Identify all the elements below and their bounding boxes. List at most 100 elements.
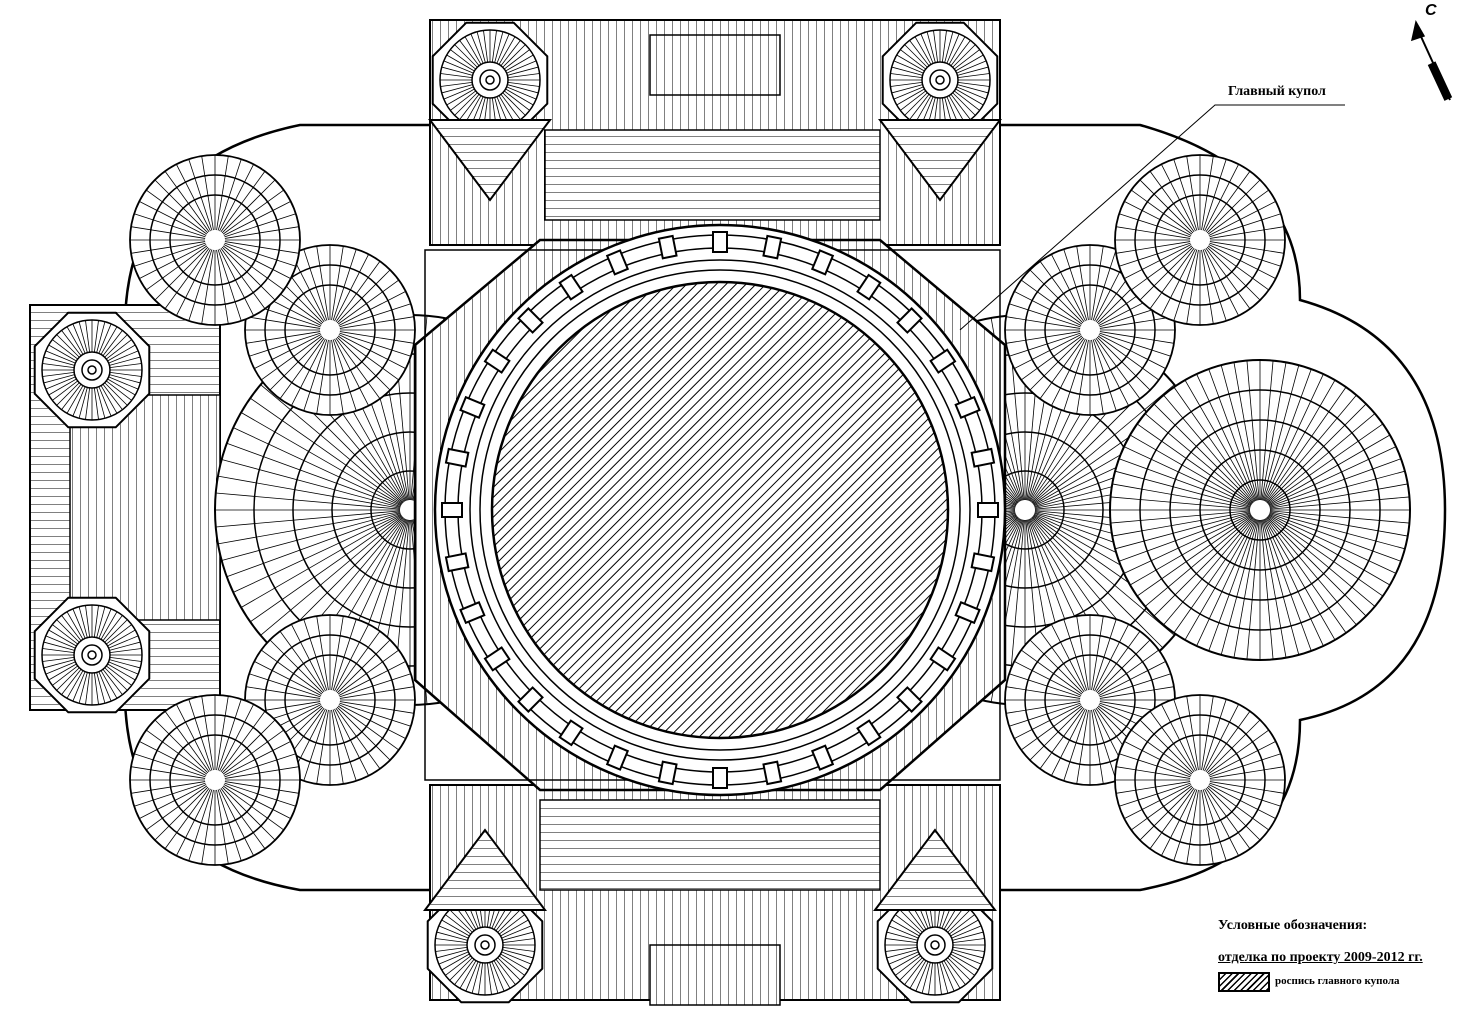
east-apse-dome-rib [1173,517,1255,634]
tower-rib [445,955,471,976]
tower-rib [502,946,535,952]
tower-rib [957,73,990,79]
east-apse-dome-rib [1263,519,1312,652]
small-dome-rib [331,615,344,691]
small-dome-rib [1124,201,1192,236]
small-dome-rib [1139,179,1194,234]
small-dome-rib [221,246,276,301]
small-dome-rib [279,337,325,400]
tower-rib [909,960,927,989]
tower-rib [96,321,106,353]
small-dome-rib [1205,170,1251,233]
small-dome-rib [1014,704,1082,739]
tower-rib [915,961,929,992]
small-dome-rib [339,686,415,699]
small-dome-rib [217,159,242,231]
tower-rib [56,382,80,406]
north-portico-roof [544,129,881,221]
small-dome-rib [1119,782,1191,807]
tower-rib [465,961,479,992]
small-dome-rib [188,249,213,321]
small-dome-rib [245,316,321,329]
small-dome-rib [1092,339,1117,411]
east-apse-dome-rib [1208,368,1257,501]
tower-rib [98,671,112,702]
small-dome-rib [216,789,229,865]
west-dome-rib [233,427,402,507]
small-dome-rib [130,226,206,239]
east-apse-dome-rib [1163,517,1254,626]
small-dome-rib [336,336,391,391]
small-dome-rib [1161,788,1196,856]
east-apse-dome-rib [1263,373,1324,502]
west-dome-rib [215,492,401,510]
small-dome-rib [222,245,285,291]
small-dome-rib [1149,710,1195,773]
small-dome-rib [1063,619,1088,691]
tower-rib [502,931,534,941]
tower-rib [42,363,75,369]
small-dome-rib [145,245,208,291]
east-apse-dome-rib [1118,458,1251,507]
east-apse-dome-rib [1260,360,1274,501]
tower-rib [78,672,88,704]
drum-window [444,552,470,573]
small-dome-rib [1209,782,1281,807]
east-apse-dome-rib [1269,513,1402,562]
east-apse-dome-rib [1129,514,1252,586]
east-apse-dome-rib [1269,458,1402,507]
small-dome-rib [176,248,211,316]
small-dome-rib [1076,709,1089,785]
tower-rib [933,30,939,63]
small-dome-rib [336,639,391,694]
east-apse-dome-rib [1196,373,1257,502]
small-dome-rib [1204,788,1239,856]
east-apse-dome-rib [1136,423,1253,505]
tower-rib [66,326,84,355]
small-dome-rib [1098,334,1166,369]
tower-rib [78,321,88,353]
tower-lantern [480,940,490,950]
small-dome-rib [1029,336,1084,391]
tower-rib [885,946,918,952]
small-dome-rib [217,249,242,321]
small-dome-rib [1206,179,1261,234]
small-dome-rib [1029,639,1084,694]
tower-lantern [466,926,504,964]
small-dome-rib [139,244,207,279]
small-dome-rib [1149,247,1195,310]
drum-window [762,760,783,786]
small-dome-rib [1139,786,1194,841]
small-dome-rib [1063,339,1088,411]
tower-rib [888,951,919,965]
east-apse-dome-rib [1112,511,1251,537]
small-dome-rib [139,741,207,776]
tower-rib [464,95,482,124]
small-dome-rib [1161,164,1196,232]
small-dome-rib [331,339,344,415]
tower-rib [104,382,128,406]
small-dome-rib [1208,784,1276,819]
tower-rib [459,94,480,120]
small-dome-rib [1204,164,1239,232]
small-dome-rib [245,331,321,344]
tower-rib [909,40,930,66]
tower-rib [498,36,516,65]
small-dome-rib [1201,155,1214,231]
east-apse-dome-rib [1129,434,1252,506]
small-dome-rib [338,334,406,369]
small-dome-rib [1020,279,1083,325]
tower-rib [435,946,468,952]
tower-rib [504,90,530,111]
tower-rib [950,94,971,120]
east-apse-dome-rib [1196,518,1257,647]
small-dome-rib [303,249,328,321]
small-dome-rib [1039,337,1085,400]
drum-window [558,719,584,747]
tower-rib [890,73,923,79]
tower-rib [43,641,75,651]
east-apse-dome-rib [1268,513,1397,574]
east-apse-dome-rib [1265,386,1347,503]
tower-spire [878,119,1002,202]
small-dome-rib [1097,335,1160,381]
